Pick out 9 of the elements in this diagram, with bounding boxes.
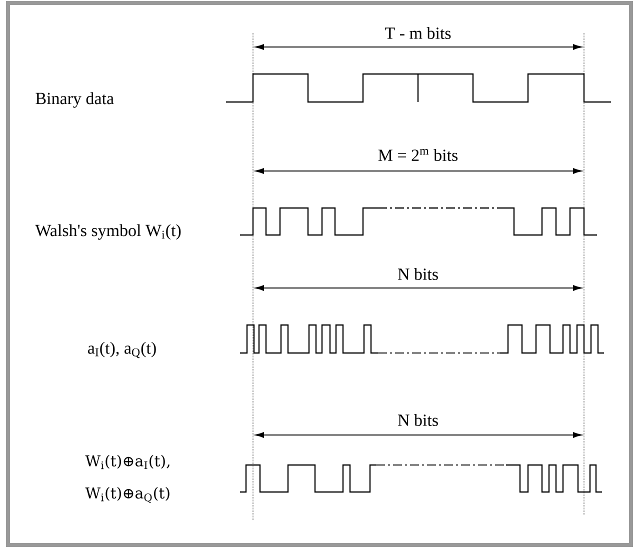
signal-label: W$_{i}$(t)⊕a$_{I}$(t), — [85, 454, 170, 470]
signal-label: Binary data — [36, 92, 114, 108]
signal-label: W$_{i}$(t)⊕a$_{Q}$(t) — [85, 487, 170, 503]
dimension-label: N bits — [396, 413, 440, 427]
dimension-label: M = 2$^{m}$ bits — [376, 148, 460, 162]
signal-label: Walsh's symbol W$_{i}$(t) — [35, 224, 181, 240]
dimension-label: T - m bits — [384, 26, 452, 40]
dimension-label: N bits — [396, 267, 440, 281]
signal-label: a$_{I}$(t), a$_{Q}$(t) — [88, 342, 156, 358]
